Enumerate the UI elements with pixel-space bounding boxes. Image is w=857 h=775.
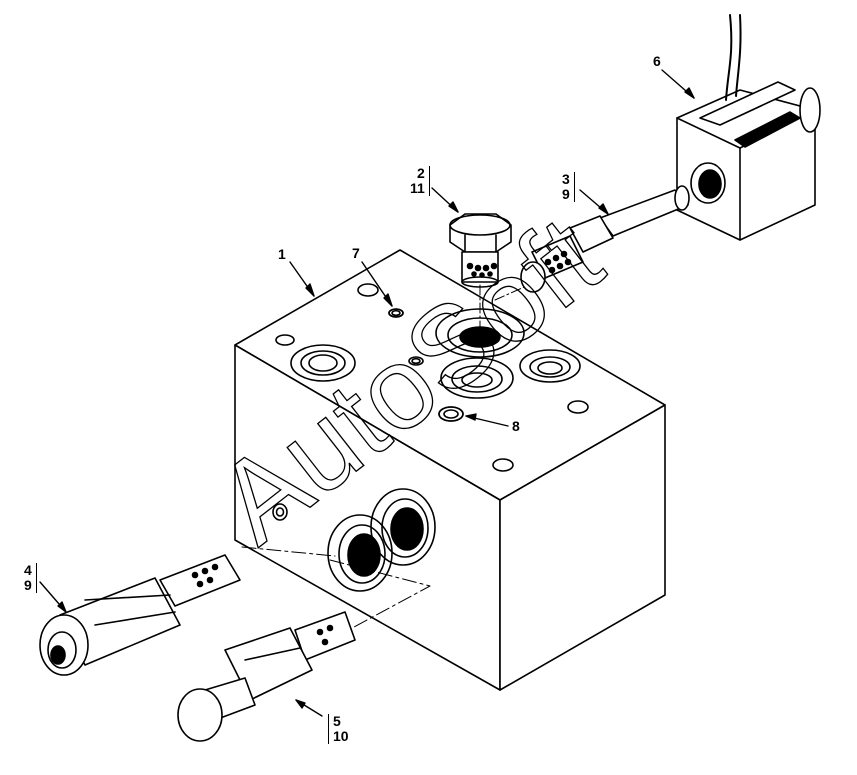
manifold-block	[234, 249, 666, 691]
callout-2-11: 2 11	[410, 166, 430, 196]
callout-label-9-left: 9	[24, 577, 32, 593]
callout-label-9-top: 9	[562, 186, 570, 202]
callout-label-7: 7	[352, 245, 360, 261]
callout-1: 1	[278, 247, 286, 262]
o-ring-8	[438, 406, 464, 422]
plug-fitting	[449, 213, 512, 288]
relief-valve-bottom	[177, 611, 356, 742]
callout-label-10: 10	[333, 728, 349, 744]
relief-valve-left	[39, 554, 241, 676]
callout-label-11: 11	[410, 180, 425, 196]
callout-8: 8	[512, 419, 520, 434]
leader-lines	[39, 69, 695, 717]
callout-label-4: 4	[24, 562, 32, 578]
callout-4-9: 4 9	[24, 563, 37, 593]
callout-5-10: 5 10	[328, 714, 349, 744]
callout-label-5: 5	[333, 713, 341, 729]
callout-6: 6	[653, 54, 661, 69]
callout-label-2: 2	[417, 165, 425, 181]
o-ring-7	[388, 308, 404, 318]
callout-label-1: 1	[278, 246, 286, 262]
callout-3-9: 3 9	[562, 172, 575, 202]
callout-7: 7	[352, 246, 360, 261]
callout-label-3: 3	[562, 171, 570, 187]
callout-label-6: 6	[653, 53, 661, 69]
solenoid-coil	[676, 14, 821, 241]
callout-label-8: 8	[512, 418, 520, 434]
solenoid-valve-cartridge	[520, 185, 690, 293]
